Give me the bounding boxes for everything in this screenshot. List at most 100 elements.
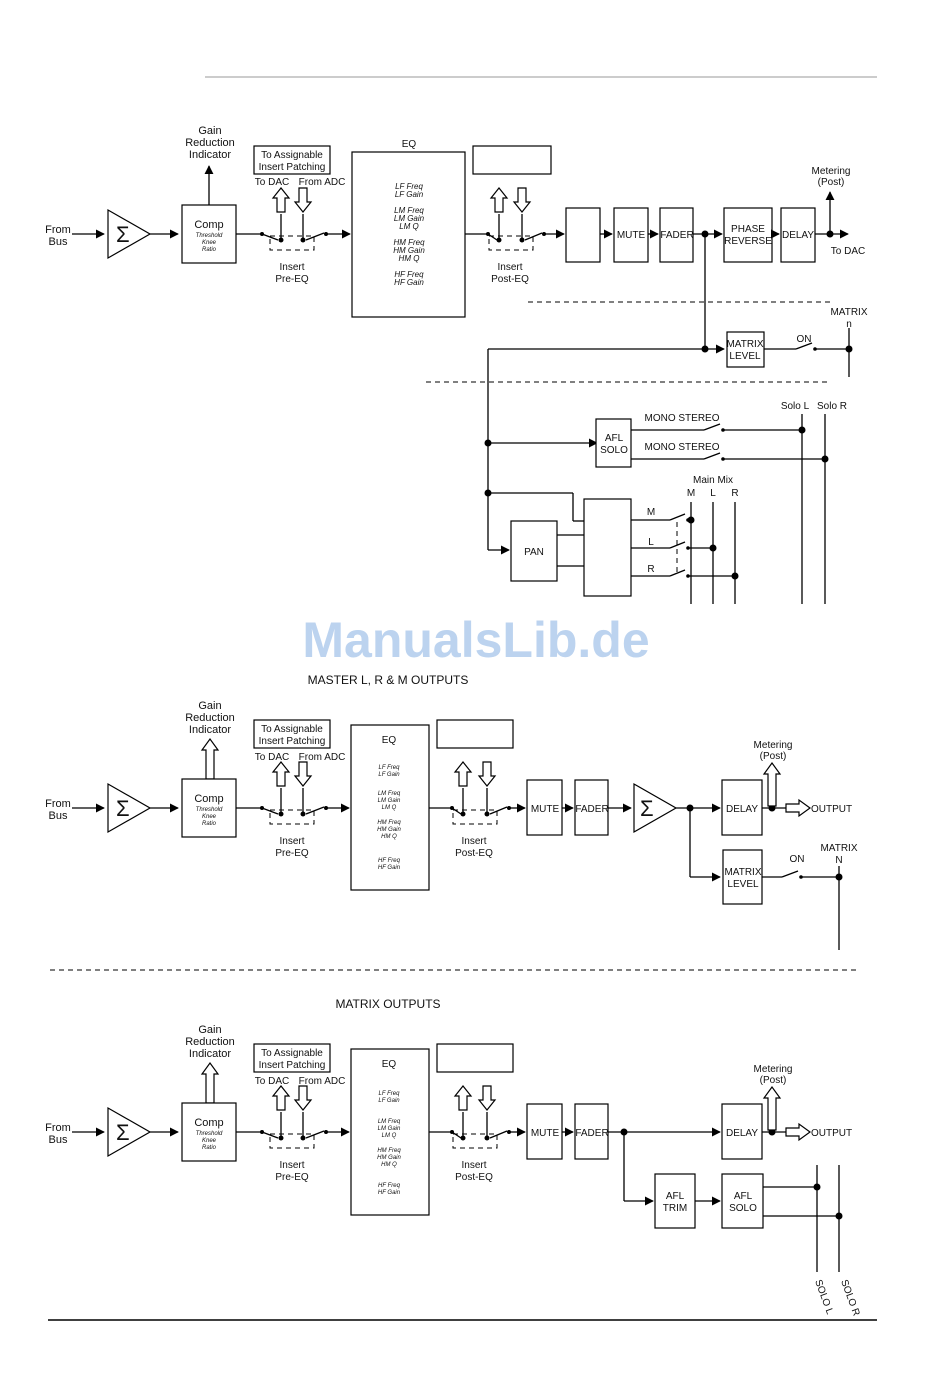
svg-text:Σ: Σ <box>116 1120 130 1145</box>
svg-text:To Assignable: To Assignable <box>261 724 323 735</box>
svg-text:Insert: Insert <box>279 1160 304 1171</box>
svg-text:LF Gain: LF Gain <box>378 772 400 778</box>
svg-text:Insert: Insert <box>461 1160 486 1171</box>
unlabeled-block <box>565 207 601 263</box>
svg-text:Knee: Knee <box>202 1138 217 1144</box>
svg-text:AFL: AFL <box>734 1191 753 1202</box>
svg-text:From: From <box>45 798 71 810</box>
svg-text:(Post): (Post) <box>760 1075 787 1086</box>
master-delay-block <box>721 779 763 836</box>
eq-block <box>351 151 466 318</box>
mute-block <box>613 207 649 263</box>
svg-text:TRIM: TRIM <box>663 1203 687 1214</box>
svg-text:LM Q: LM Q <box>399 222 419 231</box>
svg-text:Insert: Insert <box>279 836 304 847</box>
svg-text:Post-EQ: Post-EQ <box>491 274 529 285</box>
svg-text:Indicator: Indicator <box>189 149 232 161</box>
svg-text:Ratio: Ratio <box>202 247 217 253</box>
svg-text:LF Freq: LF Freq <box>379 765 401 771</box>
svg-text:From ADC: From ADC <box>299 752 346 763</box>
svg-text:AFL: AFL <box>605 433 624 444</box>
svg-text:Threshold: Threshold <box>196 233 223 239</box>
svg-text:MONO STEREO: MONO STEREO <box>644 442 719 453</box>
svg-text:EQ: EQ <box>402 139 417 150</box>
svg-text:Insert Patching: Insert Patching <box>259 1060 326 1071</box>
matrix-afl-solo-block <box>721 1173 764 1229</box>
svg-text:Reduction: Reduction <box>185 137 235 149</box>
summing-amp <box>107 208 152 260</box>
master-output-summing-amp <box>633 782 678 834</box>
svg-text:M: M <box>647 507 655 518</box>
svg-text:Ratio: Ratio <box>202 821 217 827</box>
svg-text:To Assignable: To Assignable <box>261 150 323 161</box>
svg-text:To DAC: To DAC <box>255 1076 289 1087</box>
svg-text:Indicator: Indicator <box>189 724 232 736</box>
svg-text:FADER: FADER <box>575 1128 608 1139</box>
svg-text:Insert: Insert <box>279 262 304 273</box>
svg-text:HM Q: HM Q <box>399 254 420 263</box>
svg-text:Post-EQ: Post-EQ <box>455 848 493 859</box>
svg-text:DELAY: DELAY <box>782 230 814 241</box>
svg-text:Reduction: Reduction <box>185 712 235 724</box>
matrix-outputs-title: MATRIX OUTPUTS <box>335 997 440 1011</box>
pan-block <box>510 520 558 582</box>
svg-text:Bus: Bus <box>49 1134 68 1146</box>
svg-text:L: L <box>710 488 716 499</box>
svg-text:Solo R: Solo R <box>817 401 847 412</box>
post-send-arrow-icon <box>489 187 509 213</box>
svg-text:Pre-EQ: Pre-EQ <box>275 848 309 859</box>
svg-text:MUTE: MUTE <box>531 804 560 815</box>
master-empty-label-box <box>436 719 514 749</box>
svg-text:Reduction: Reduction <box>185 1036 235 1048</box>
svg-text:Threshold: Threshold <box>196 1131 223 1137</box>
svg-text:HM Freq: HM Freq <box>377 820 401 826</box>
output-arrow-icon <box>785 798 812 818</box>
svg-text:HM Gain: HM Gain <box>377 827 401 833</box>
svg-text:LM Freq: LM Freq <box>378 791 401 797</box>
svg-text:DELAY: DELAY <box>726 804 758 815</box>
afl-solo-block <box>595 418 632 468</box>
svg-text:LM Gain: LM Gain <box>378 1126 401 1132</box>
svg-text:LM Q: LM Q <box>382 1133 397 1139</box>
svg-text:LF Freq: LF Freq <box>395 182 423 191</box>
svg-text:Metering: Metering <box>754 1064 793 1075</box>
svg-text:Gain: Gain <box>198 1024 221 1036</box>
watermark: ManualsLib.de <box>302 612 649 668</box>
solo-r-label: SOLO R <box>838 1278 861 1317</box>
svg-text:R: R <box>731 488 738 499</box>
svg-text:Pre-EQ: Pre-EQ <box>275 274 309 285</box>
svg-text:AFL: AFL <box>666 1191 685 1202</box>
svg-text:Insert Patching: Insert Patching <box>259 162 326 173</box>
svg-text:HM Gain: HM Gain <box>393 246 425 255</box>
matrix-summing-amp <box>107 1106 152 1158</box>
svg-text:PHASE: PHASE <box>731 224 765 235</box>
svg-text:MATRIX: MATRIX <box>820 843 857 854</box>
svg-text:To DAC: To DAC <box>831 246 865 257</box>
svg-text:LEVEL: LEVEL <box>729 351 761 362</box>
svg-text:LM Gain: LM Gain <box>394 214 425 223</box>
svg-text:MATRIX: MATRIX <box>830 307 867 318</box>
svg-text:To DAC: To DAC <box>255 752 289 763</box>
svg-text:From ADC: From ADC <box>299 1076 346 1087</box>
svg-text:From ADC: From ADC <box>299 177 346 188</box>
main-mix-router-block <box>583 498 632 597</box>
svg-text:MONO STEREO: MONO STEREO <box>644 413 719 424</box>
svg-text:Knee: Knee <box>202 814 217 820</box>
svg-text:Main Mix: Main Mix <box>693 475 733 486</box>
svg-text:MATRIX: MATRIX <box>724 867 761 878</box>
svg-text:HF Gain: HF Gain <box>378 865 401 871</box>
empty-label-box <box>472 145 552 175</box>
svg-text:To DAC: To DAC <box>255 177 289 188</box>
svg-text:Gain: Gain <box>198 700 221 712</box>
from-label: From <box>45 224 71 236</box>
svg-text:HM Q: HM Q <box>381 1162 397 1168</box>
svg-text:REVERSE: REVERSE <box>724 236 772 247</box>
svg-text:LM Q: LM Q <box>382 805 397 811</box>
svg-text:DELAY: DELAY <box>726 1128 758 1139</box>
svg-text:L: L <box>648 537 654 548</box>
svg-text:Comp: Comp <box>194 1117 223 1129</box>
svg-text:FADER: FADER <box>660 230 693 241</box>
return-arrow-icon <box>293 187 313 213</box>
afl-trim-block <box>654 1173 696 1229</box>
